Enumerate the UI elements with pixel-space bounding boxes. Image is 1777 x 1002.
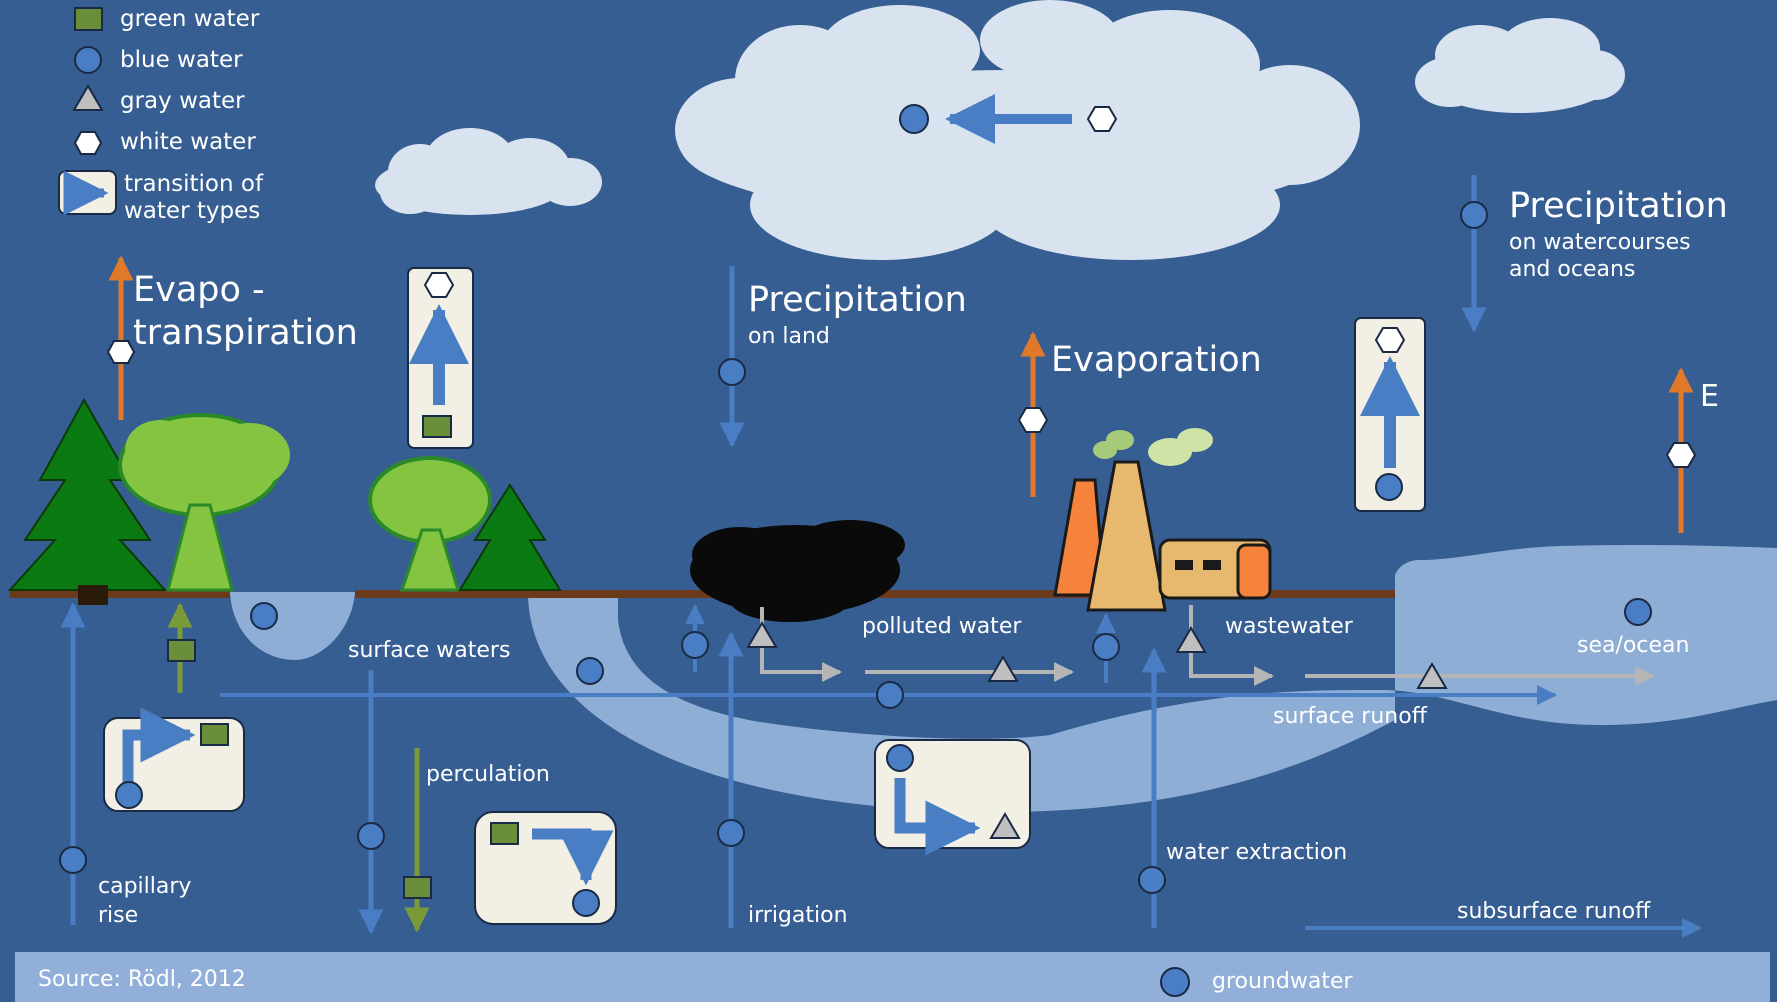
- green-water-marker: [403, 876, 432, 899]
- gray-water-marker: [746, 621, 778, 648]
- blue-water-marker: [1460, 201, 1488, 229]
- wastewater-label: wastewater: [1225, 614, 1353, 639]
- transition-arrow-corner: [532, 828, 614, 886]
- irrigation-label: irrigation: [748, 903, 848, 928]
- capillary-rise-label-1: capillary: [98, 874, 192, 899]
- surface-runoff-label: surface runoff: [1273, 704, 1427, 729]
- gray-water-marker: [987, 655, 1019, 682]
- blue-water-marker: [1138, 866, 1166, 894]
- source-label: Source: Rödl, 2012: [38, 967, 246, 992]
- blue-water-marker: [876, 681, 904, 709]
- legend-white-hexagon-icon: [73, 131, 103, 155]
- legend-green-label: green water: [120, 6, 260, 32]
- blue-water-marker: [899, 104, 929, 134]
- transition-arrow-corner: [122, 707, 196, 786]
- sea-evaporation-label: E: [1700, 379, 1719, 414]
- precipitation-ocean-subtitle-1: on watercourses: [1509, 230, 1691, 255]
- white-water-marker: [1665, 442, 1697, 468]
- green-water-marker: [422, 415, 452, 438]
- legend-white-label: white water: [120, 129, 256, 155]
- factory-icon: [1053, 428, 1272, 612]
- deciduous-tree-icon: [368, 456, 492, 592]
- evapotranspiration-label-2: transpiration: [133, 313, 358, 353]
- blue-water-marker: [115, 781, 143, 809]
- gray-water-marker: [1416, 662, 1448, 689]
- gray-water-marker: [989, 812, 1021, 839]
- subsurface-runoff-label: subsurface runoff: [1457, 899, 1651, 924]
- precipitation-land-title: Precipitation: [748, 280, 967, 320]
- deciduous-tree-icon: [118, 413, 290, 592]
- legend-gray-label: gray water: [120, 88, 245, 114]
- blue-water-marker: [681, 631, 709, 659]
- legend-transition-label-1: transition of: [124, 171, 264, 197]
- blue-water-marker: [1375, 473, 1403, 501]
- green-water-marker: [167, 639, 196, 662]
- gray-water-marker: [1175, 626, 1207, 653]
- legend: [58, 7, 117, 216]
- white-water-marker: [1086, 106, 1118, 132]
- blue-water-marker: [1624, 598, 1652, 626]
- green-water-marker: [200, 723, 229, 746]
- groundwater-band: [15, 952, 1770, 1002]
- green-water-marker: [490, 822, 519, 845]
- evapotranspiration-label-1: Evapo -: [133, 270, 265, 310]
- sea-ocean-label: sea/ocean: [1577, 633, 1690, 658]
- blue-water-marker: [886, 744, 914, 772]
- surface-waters-label: surface waters: [348, 638, 511, 663]
- blue-water-marker: [718, 358, 746, 386]
- white-water-marker: [423, 272, 455, 298]
- precipitation-ocean-subtitle-2: and oceans: [1509, 257, 1636, 282]
- blue-water-marker: [59, 846, 87, 874]
- groundwater-marker: [1160, 967, 1190, 997]
- legend-green-square-icon: [74, 7, 103, 31]
- perculation-label: perculation: [426, 762, 550, 787]
- blue-water-marker: [1092, 633, 1120, 661]
- legend-blue-label: blue water: [120, 47, 243, 73]
- legend-transition-label-2: water types: [124, 198, 261, 224]
- cloud-small-right: [1415, 18, 1625, 113]
- pine-tree-icon: [7, 397, 168, 605]
- water-extraction-label: water extraction: [1166, 840, 1348, 865]
- white-water-marker: [1017, 407, 1049, 433]
- pine-tree-icon: [458, 483, 562, 591]
- groundwater-label: groundwater: [1212, 969, 1353, 994]
- blue-water-marker: [572, 889, 600, 917]
- legend-gray-triangle-icon: [72, 84, 104, 111]
- cloud-small-left: [375, 128, 602, 215]
- polluted-water-label: polluted water: [862, 614, 1022, 639]
- evaporation-label: Evaporation: [1051, 340, 1262, 380]
- oil-spill-icon: [690, 520, 905, 622]
- precipitation-ocean-title: Precipitation: [1509, 186, 1728, 226]
- blue-water-marker: [576, 657, 604, 685]
- blue-water-marker: [357, 822, 385, 850]
- transition-arrow-corner: [894, 778, 981, 856]
- cloud-large-center: [675, 0, 1360, 260]
- white-water-marker: [106, 340, 136, 364]
- blue-water-marker: [250, 602, 278, 630]
- precipitation-land-subtitle: on land: [748, 324, 830, 349]
- white-water-marker: [1374, 327, 1406, 353]
- capillary-rise-label-2: rise: [98, 903, 139, 928]
- legend-blue-circle-icon: [74, 46, 102, 74]
- blue-water-marker: [717, 819, 745, 847]
